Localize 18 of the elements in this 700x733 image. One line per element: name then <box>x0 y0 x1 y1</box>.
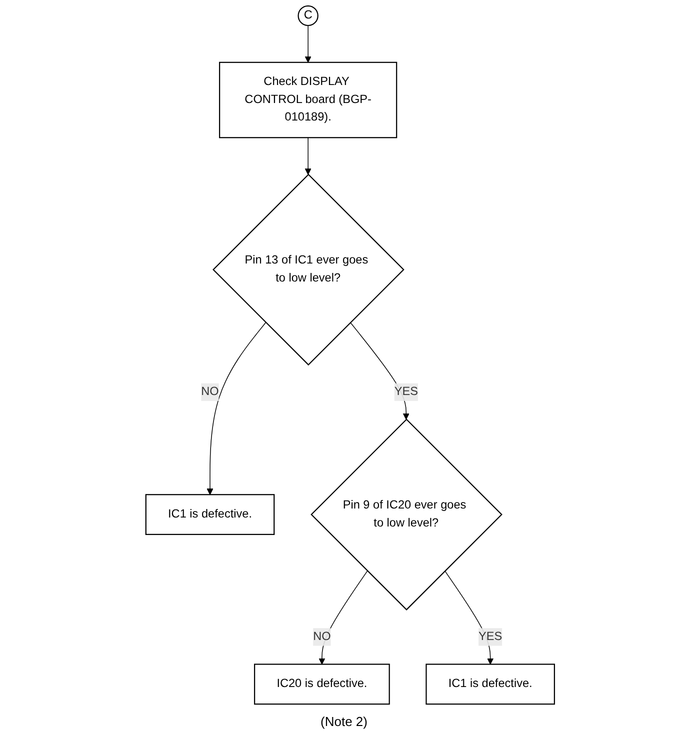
note-text: (Note 2) <box>320 714 368 729</box>
arrow <box>444 570 494 665</box>
edge-label: YES <box>478 630 502 643</box>
node-diamond: Pin 13 of IC1 ever goes to low level? <box>212 174 404 366</box>
edge-label: NO <box>200 385 219 398</box>
edge-label: NO <box>312 630 331 643</box>
node-box: IC1 is defective. <box>145 494 274 535</box>
arrow <box>318 570 368 665</box>
node-circle: C <box>298 5 318 26</box>
node-box: Check DISPLAY CONTROL board (BGP-010189). <box>218 62 397 138</box>
node-box: IC20 is defective. <box>254 664 390 705</box>
node-box: IC1 is defective. <box>426 664 555 705</box>
arrow <box>304 25 312 63</box>
node-diamond: Pin 9 of IC20 ever goes to low level? <box>310 418 502 610</box>
arrow <box>350 322 410 420</box>
arrow <box>304 137 312 175</box>
edge-label: YES <box>394 385 418 398</box>
arrow <box>206 322 266 495</box>
